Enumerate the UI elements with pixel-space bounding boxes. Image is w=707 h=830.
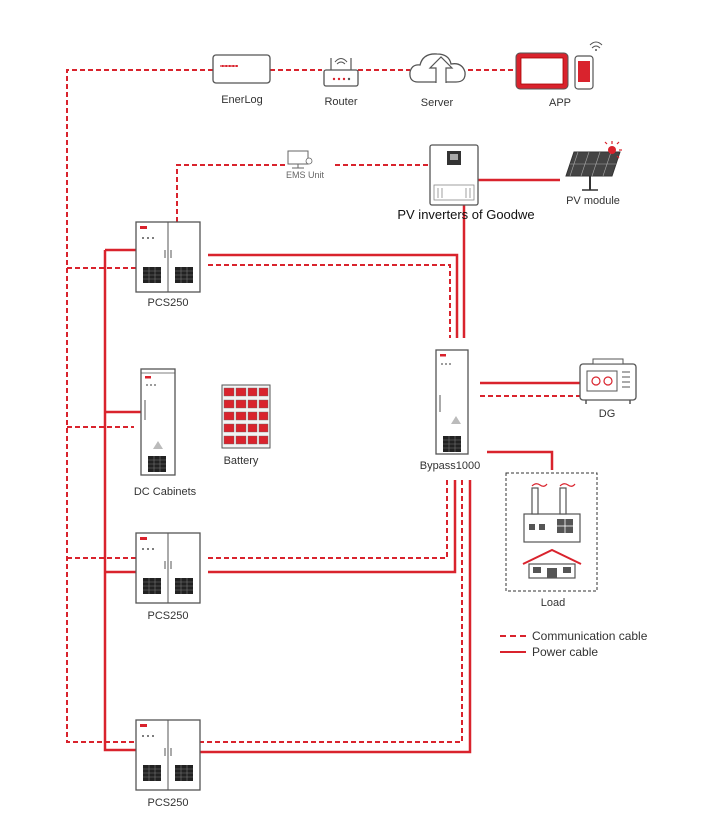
dc-cabinets-label: DC Cabinets (133, 486, 197, 498)
bypass1000-cabinet (435, 349, 469, 455)
router-label: Router (324, 96, 358, 108)
server-label: Server (420, 97, 454, 109)
router-icon (323, 58, 359, 87)
pcs250-middle-label: PCS250 (147, 610, 189, 622)
dg-label: DG (598, 408, 616, 420)
sun-icon (604, 141, 622, 159)
pcs250-cabinet-bottom (135, 719, 201, 791)
bypass1000-label: Bypass1000 (419, 460, 481, 472)
pcs250-top-label: PCS250 (147, 297, 189, 309)
load-label: Load (540, 597, 566, 609)
house-icon (522, 548, 582, 579)
pv-module-label: PV module (566, 195, 620, 207)
load-group (505, 472, 598, 592)
app-label: APP (548, 97, 572, 109)
pv-inverter-device (429, 144, 479, 206)
legend-power: Power cable (500, 645, 598, 659)
pcs250-cabinet-middle (135, 532, 201, 604)
dc-cabinet (140, 368, 176, 476)
factory-icon (523, 483, 581, 543)
app-devices-icon (515, 41, 603, 90)
enerlog-device (212, 54, 271, 84)
power-cable-swatch (500, 651, 526, 653)
legend-communication: Communication cable (500, 629, 647, 643)
power-cables (103, 178, 580, 754)
communication-cables (66, 69, 590, 743)
pcs250-bottom-label: PCS250 (147, 797, 189, 809)
ems-unit-icon (287, 150, 313, 169)
ems-unit-label: EMS Unit (285, 170, 325, 180)
diesel-generator-icon (579, 358, 637, 404)
battery-label: Battery (223, 455, 259, 467)
pv-inverters-label: PV inverters of Goodwe (397, 207, 535, 222)
comm-cable-swatch (500, 635, 526, 637)
server-cloud-icon (409, 53, 466, 83)
legend-communication-text: Communication cable (532, 629, 648, 643)
battery-rack-icon (221, 384, 271, 449)
pv-module-icon (565, 141, 622, 191)
pcs250-cabinet-top (135, 221, 201, 293)
legend-power-text: Power cable (532, 645, 599, 659)
enerlog-label: EnerLog (221, 94, 263, 106)
